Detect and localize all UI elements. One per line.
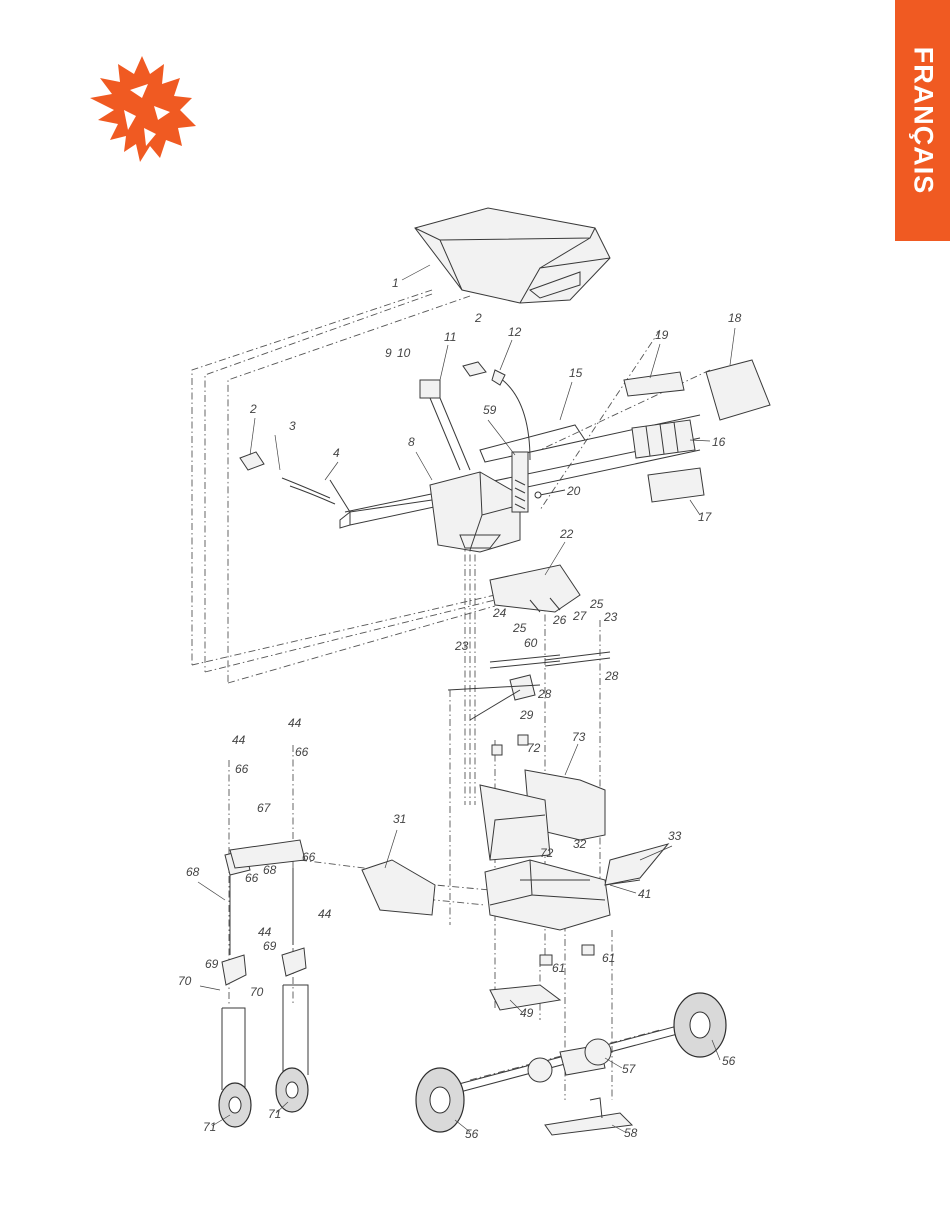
- callout: 2: [249, 402, 257, 416]
- callout: 10: [397, 346, 411, 360]
- alignment-lines: [192, 290, 710, 1100]
- chassis: [485, 860, 610, 930]
- callout: 9: [385, 346, 392, 360]
- callout: 73: [572, 730, 586, 744]
- callout: 23: [603, 610, 618, 624]
- side-chute: [362, 860, 435, 915]
- callout: 23: [454, 639, 469, 653]
- callout: 58: [624, 1126, 638, 1140]
- callout: 57: [622, 1062, 637, 1076]
- callout: 4: [333, 446, 340, 460]
- cap: [624, 372, 684, 396]
- callout: 11: [444, 330, 456, 344]
- clamp: [540, 945, 594, 965]
- callout: 31: [393, 812, 406, 826]
- callout: 69: [263, 939, 277, 953]
- callout: 33: [668, 829, 682, 843]
- callout: 68: [263, 863, 277, 877]
- cable: [492, 370, 530, 460]
- callout: 18: [728, 311, 742, 325]
- battery-pack: [632, 420, 695, 458]
- axle-motor: [455, 1020, 700, 1092]
- callout: 59: [483, 403, 497, 417]
- callout: 72: [527, 741, 541, 755]
- callout: 44: [318, 907, 332, 921]
- callout: 3: [289, 419, 296, 433]
- drive-wheel-right: [674, 993, 726, 1057]
- callout: 29: [519, 708, 534, 722]
- callout: 17: [698, 510, 713, 524]
- callout: 44: [288, 716, 302, 730]
- callout: 41: [638, 887, 651, 901]
- callout: 49: [520, 1006, 534, 1020]
- callout: 22: [559, 527, 574, 541]
- callout: 61: [552, 961, 565, 975]
- control-box: [430, 472, 520, 552]
- callout: 19: [655, 328, 669, 342]
- grip: [240, 362, 486, 470]
- callout: 71: [268, 1107, 281, 1121]
- callout: 68: [186, 865, 200, 879]
- callout: 44: [232, 733, 246, 747]
- callout: 1: [392, 276, 399, 290]
- caster-assembly-left: [219, 850, 251, 1127]
- callouts: 1 2 2 3 4 8 9 10 11 12 15 16 17 18 19 20…: [178, 265, 742, 1141]
- callout: 72: [540, 846, 554, 860]
- callout: 61: [602, 951, 615, 965]
- callout: 26: [552, 613, 567, 627]
- callout: 24: [492, 606, 507, 620]
- bolt: [535, 490, 565, 498]
- base-tray: [545, 1098, 632, 1135]
- deflector: [605, 844, 668, 885]
- callout: 66: [245, 871, 259, 885]
- bolt-pair: [492, 735, 528, 755]
- callout: 60: [524, 636, 538, 650]
- spring: [512, 452, 528, 512]
- switch-assembly: [420, 380, 470, 470]
- callout: 25: [589, 597, 604, 611]
- callout: 12: [508, 325, 522, 339]
- callout: 70: [250, 985, 264, 999]
- callout: 70: [178, 974, 192, 988]
- callout: 69: [205, 957, 219, 971]
- callout: 66: [302, 850, 316, 864]
- callout: 56: [722, 1054, 736, 1068]
- callout: 66: [295, 745, 309, 759]
- callout: 28: [537, 687, 552, 701]
- battery-tray: [648, 468, 704, 502]
- callout: 25: [512, 621, 527, 635]
- callout: 66: [235, 762, 249, 776]
- callout: 28: [604, 669, 619, 683]
- lid-plate: [706, 360, 770, 420]
- callout: 71: [203, 1120, 216, 1134]
- drive-wheel-left: [416, 1068, 464, 1132]
- callout: 2: [474, 311, 482, 325]
- callout: 56: [465, 1127, 479, 1141]
- callout: 67: [257, 801, 272, 815]
- callout: 8: [408, 435, 415, 449]
- callout: 15: [569, 366, 583, 380]
- callout: 44: [258, 925, 272, 939]
- callout: 16: [712, 435, 726, 449]
- callout: 20: [566, 484, 581, 498]
- callout: 32: [573, 837, 587, 851]
- hopper: [415, 208, 610, 303]
- callout: 27: [572, 609, 588, 623]
- top-plate: [490, 565, 580, 612]
